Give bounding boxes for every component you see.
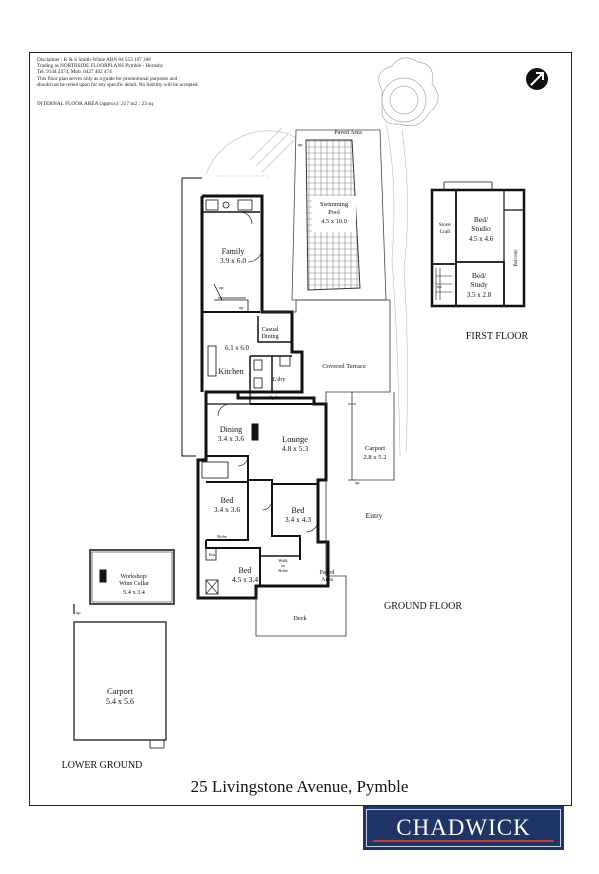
workshop-label: Wine Cellar [119,580,149,587]
disclaimer: Disclaimer : K & S Smith-White ABN 84 55… [37,57,297,88]
bed-studio-label: Studio [471,224,491,233]
pool-label: Swimming [320,201,349,208]
sheet-border [29,52,572,806]
north-arrow-icon [526,68,548,90]
swimming-pool: Swimming Pool 4.5 x 10.0 [305,139,361,291]
casual-dining-label: Casual [262,326,279,333]
bed-dims: 3.4 x 3.6 [214,505,241,514]
disclaimer-line: Trading as NORTHSIDE FLOORPLANS Pymble -… [37,63,164,70]
carport-lower-label: Carport [107,686,134,696]
tree-outline-icon [378,57,439,126]
deck-label: Deck [293,615,307,622]
paved-area-mid-label: Paved [320,570,335,576]
disclaimer-line: Tel. 9144 2474, Mob. 0427 402 474 [37,69,112,76]
walk-in-robe-label: Walk [278,558,288,563]
laundry-label: L'dry [273,377,286,383]
kitchen-dims: 6.1 x 6.0 [225,345,249,352]
disclaimer-line: This floor plan serves only as a guide f… [37,75,178,82]
bed-label: Bed [239,566,252,575]
workshop-dims: 5.4 x 3.4 [123,589,145,596]
brand-logo-accent-line [373,840,554,842]
bed-study-dims: 3.5 x 2.8 [467,291,492,299]
store-craft-label: Store/ [439,222,452,228]
brand-logo: CHADWICK [363,806,564,850]
covered-terrace-label: Covered Terrace [322,363,366,370]
stair-up-label: up [355,480,360,485]
property-address: 25 Livingstone Avenue, Pymble [190,777,409,796]
entry-label: Entry [366,511,383,520]
bed-study-label: Study [470,280,488,289]
carport-side-dims: 2.8 x 5.2 [363,454,386,461]
carport-lower-dims: 5.4 x 5.6 [106,697,134,706]
bed-label: Bed [292,506,305,515]
paved-area-top-label: Paved Area [334,130,362,136]
disclaimer-line: Disclaimer : K & S Smith-White ABN 84 55… [37,57,151,63]
carport-side-label: Carport [365,445,385,452]
stair-up-label: up [298,142,303,147]
stair-up-label: up [239,305,244,310]
stair-up-label: up [219,285,224,290]
stair-up-label: up [437,284,442,289]
pool-dims: 4.5 x 10.0 [321,218,347,225]
lounge-label: Lounge [282,434,308,444]
disclaimer-line: should not be relied upon for any specif… [37,81,199,88]
walk-in-robe-label: in [281,563,285,568]
bed-dims: 4.5 x 3.4 [232,575,259,584]
first-floor-title: FIRST FLOOR [466,331,529,342]
first-floor-plan [430,181,526,308]
bed-studio-label: Bed/ [474,215,489,224]
store-craft-label: Craft [440,228,451,235]
family-dims: 3.9 x 6.0 [220,256,247,265]
robe-label: Robe [217,534,227,539]
kitchen-label: Kitchen [218,367,243,376]
dining-dims: 3.4 x 3.6 [218,434,245,443]
lower-ground-plan [73,549,175,749]
lower-ground-title: LOWER GROUND [62,760,143,771]
pool-label: Pool [328,209,340,216]
bed-dims: 3.4 x 4.3 [285,515,312,524]
balcony-label: Balcony [513,249,519,267]
brand-logo-text: CHADWICK [396,815,531,840]
brand-logo-border [366,809,561,847]
workshop-label: Workshop/ [121,573,148,580]
family-label: Family [222,247,245,256]
ground-floor-plan [181,177,330,600]
paved-area-mid-label: Area [321,577,333,583]
ground-floor-title: GROUND FLOOR [384,601,462,612]
ensuite-label: Ens [209,552,216,557]
bed-label: Bed [221,496,234,505]
walk-in-robe-label: Robe [278,568,288,573]
bed-study-label: Bed/ [472,271,487,280]
lounge-dims: 4.8 x 5.3 [282,444,309,453]
garden-edge [205,123,408,457]
cupboard-label: Cpd [269,396,278,401]
casual-dining-label: Dining [261,333,278,340]
outdoor-areas [255,299,395,637]
bed-studio-dims: 4.5 x 4.6 [469,235,494,243]
stair-up-label: up [76,610,81,615]
dining-label: Dining [220,425,242,434]
floor-area-note: INTERNAL FLOOR AREA (approx): 217 m2 : 2… [37,101,153,107]
